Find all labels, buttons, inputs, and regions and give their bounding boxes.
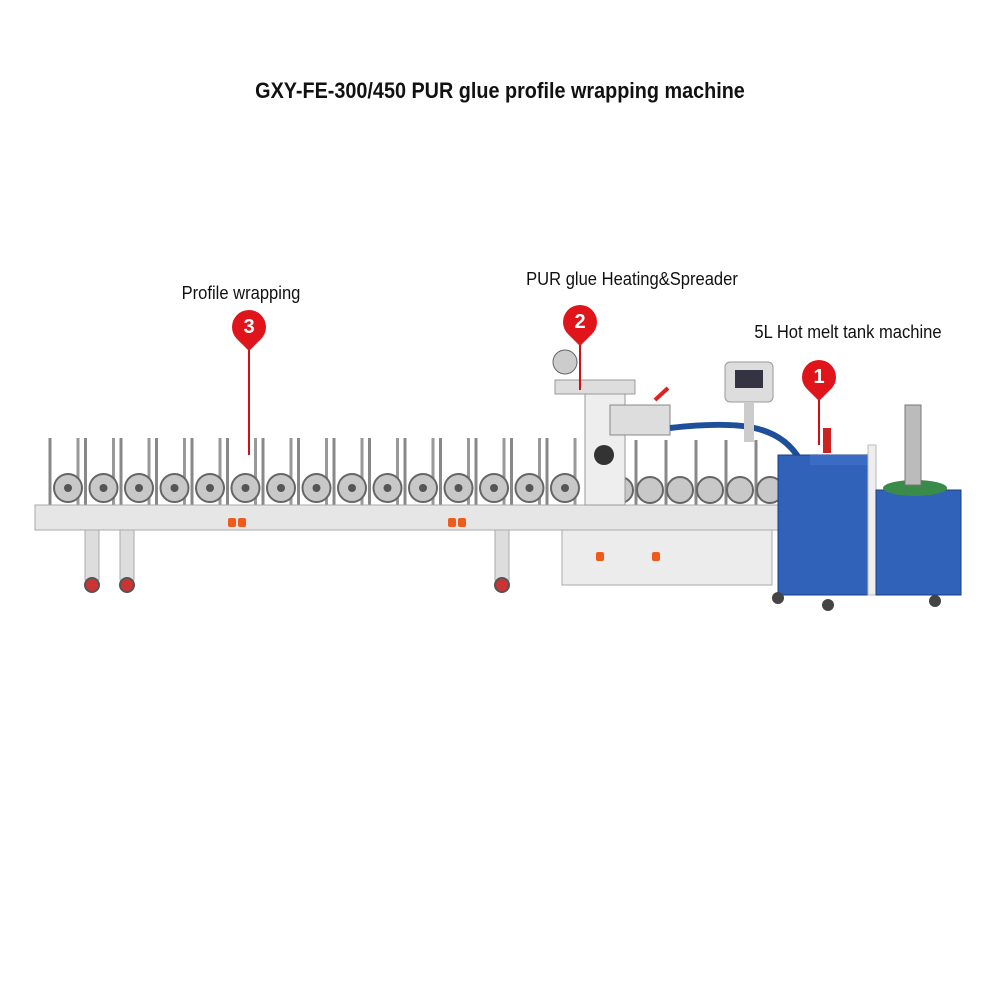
touch-screen (735, 370, 763, 388)
roller-hub (241, 484, 250, 492)
tank-top (810, 455, 870, 465)
roller-hub (312, 484, 321, 492)
panel-post (744, 402, 754, 442)
roller-wheel (696, 476, 724, 504)
roller-hub (99, 484, 108, 492)
caster-wheel (772, 592, 784, 604)
callout-label-hot-melt-tank: 5L Hot melt tank machine (754, 322, 942, 342)
callout-label-glue-spreader: PUR glue Heating&Spreader (526, 269, 738, 289)
roller-hub (419, 484, 427, 492)
orange-button (228, 518, 236, 527)
roller-wheel (726, 476, 754, 504)
caster-wheel (119, 577, 135, 593)
callout-label-profile-wrapping: Profile wrapping (181, 283, 301, 303)
film-unwinder-cabinet (875, 489, 962, 596)
roller-hub (454, 484, 463, 492)
orange-button (448, 518, 456, 527)
roller-hub (64, 484, 72, 492)
page-title: GXY-FE-300/450 PUR glue profile wrapping… (255, 78, 745, 103)
callout-line-2 (579, 340, 581, 390)
roller-hub (490, 484, 498, 492)
red-lever (653, 386, 670, 402)
orange-button (238, 518, 246, 527)
frame-leg (84, 529, 100, 581)
signal-tower (823, 428, 831, 453)
roller-wheel (636, 476, 664, 504)
glue-nozzle (609, 404, 671, 436)
caster-wheel (929, 595, 941, 607)
roller-wheel (666, 476, 694, 504)
roller-hub (525, 484, 534, 492)
side-panel (867, 444, 877, 596)
callout-line-3 (248, 345, 250, 455)
marker-number-3: 3 (243, 316, 255, 338)
base-cabinet (561, 529, 773, 586)
caster-wheel (84, 577, 100, 593)
roller-hub (135, 484, 143, 492)
marker-number-1: 1 (813, 366, 825, 388)
roller-hub (348, 484, 356, 492)
film-spool (552, 349, 578, 375)
callout-line-1 (818, 395, 820, 445)
orange-button (652, 552, 660, 561)
frame-leg (119, 529, 135, 581)
hot-melt-tank (777, 454, 871, 596)
roller-hub (206, 484, 214, 492)
roller-hub (277, 484, 285, 492)
marker-number-2: 2 (574, 311, 586, 333)
caster-wheel (494, 577, 510, 593)
roller-hub (170, 484, 179, 492)
film-spindle (904, 404, 922, 486)
pressure-wheel (594, 445, 614, 465)
spreader-arm (554, 379, 636, 395)
orange-button (458, 518, 466, 527)
roller-hub (383, 484, 392, 492)
caster-wheel (822, 599, 834, 611)
green-turntable (883, 480, 947, 496)
main-frame-beam (34, 504, 781, 531)
roller-hub (561, 484, 569, 492)
frame-leg (494, 529, 510, 581)
orange-button (596, 552, 604, 561)
